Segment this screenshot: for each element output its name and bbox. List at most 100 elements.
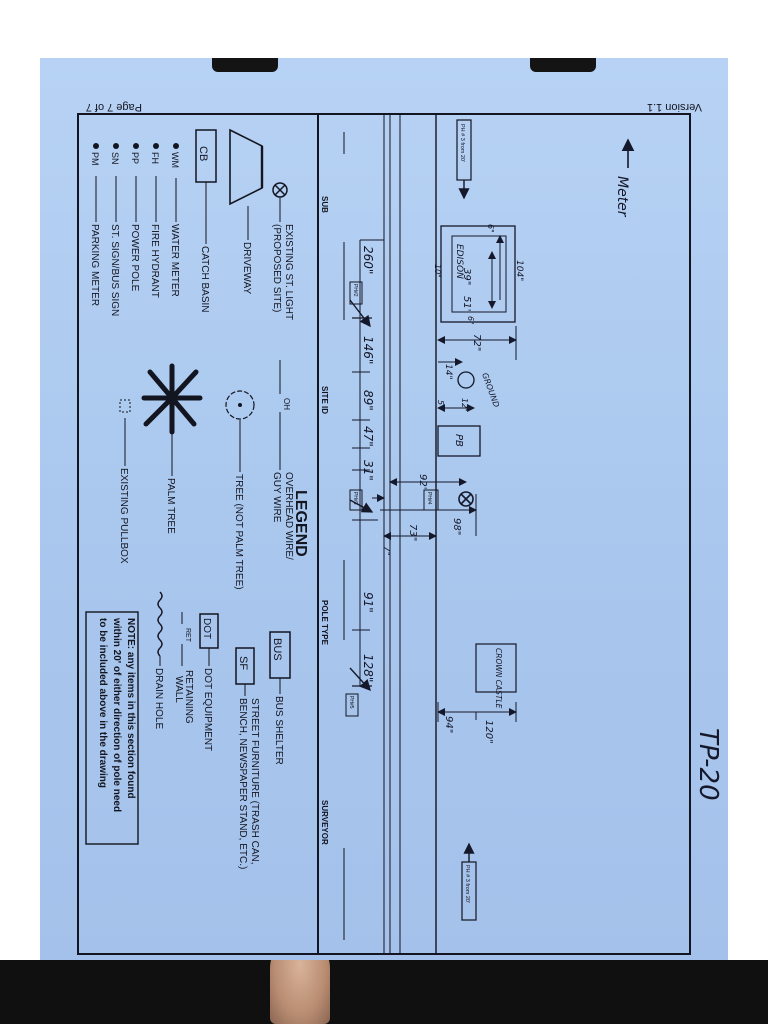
pole-tag-ph2: PH#2 <box>349 281 363 305</box>
driveway-icon <box>229 128 264 240</box>
svg-text:PARKING METER: PARKING METER <box>89 224 100 306</box>
legend-title: LEGEND <box>292 490 309 557</box>
column-label-pole-type: POLE TYPE <box>320 600 329 646</box>
svg-text:PP: PP <box>130 152 140 164</box>
bus-shelter-icon: BUS <box>269 631 291 694</box>
measure-12: 12" <box>460 398 469 412</box>
note-line-3: to be included above in the drawing <box>97 618 108 788</box>
measure-128: 128" <box>361 654 375 682</box>
measure-91: 91" <box>361 592 375 613</box>
driveway-label: DRIVEWAY <box>241 242 252 295</box>
svg-text:SN: SN <box>110 152 120 165</box>
tree-label: TREE (NOT PALM TREE) <box>233 474 244 590</box>
svg-text:DOT: DOT <box>201 618 212 639</box>
tree-icon <box>225 390 255 472</box>
pull-box <box>437 425 481 457</box>
legend-codes: WM WATER METER FH FIRE HYDRANT PP POWER … <box>89 143 180 316</box>
measure-146: 146" <box>361 336 375 364</box>
measure-73: 73" <box>407 524 418 541</box>
column-label-surveyor: SURVEYOR <box>320 800 329 845</box>
catch-basin-icon: CB <box>195 129 217 244</box>
pb-label: PB <box>453 434 464 447</box>
svg-text:PH#4: PH#4 <box>426 492 432 505</box>
pole-tag-ph5: PH#5 <box>345 693 359 717</box>
measure-260: 260" <box>361 246 375 274</box>
binder-clip-left <box>212 58 278 72</box>
edison-vault <box>440 225 516 323</box>
bus-shelter-label: BUS SHELTER <box>273 696 284 765</box>
guy-wire-label: GUY WIRE <box>271 472 282 523</box>
measure-7: 7" <box>381 546 391 556</box>
measure-120: 120" <box>483 720 494 744</box>
street-furniture-label-1: STREET FURNITURE (TRASH CAN, <box>249 698 260 865</box>
dot-equipment-label: DOT EQUIPMENT <box>202 668 213 751</box>
right-end-tag: PH # 3 from 20' <box>461 842 477 921</box>
proposed-light-icon <box>458 491 474 507</box>
svg-text:CB: CB <box>197 146 209 161</box>
pullbox-icon <box>119 399 131 466</box>
overhead-wire-label: OVERHEAD WIRE/ <box>283 472 294 560</box>
note-line-2: within 20' of either direction of pole n… <box>111 617 122 812</box>
measure-51: 51" <box>461 296 472 313</box>
svg-text:POWER POLE: POWER POLE <box>129 224 140 292</box>
svg-text:ST. SIGN/BUS SIGN: ST. SIGN/BUS SIGN <box>109 224 120 316</box>
svg-text:RET: RET <box>184 628 191 643</box>
svg-text:WATER METER: WATER METER <box>169 224 180 297</box>
drain-hole-icon <box>157 591 163 666</box>
existing-light-label: EXISTING ST. LIGHT <box>283 224 294 320</box>
retaining-label-1: RETAINING <box>183 670 194 724</box>
palm-tree-label: PALM TREE <box>165 478 176 534</box>
measure-104: 104" <box>514 260 524 281</box>
drain-hole-label: DRAIN HOLE <box>153 668 164 729</box>
handwritten-id: TP-20 <box>693 728 723 801</box>
catch-basin-label: CATCH BASIN <box>199 246 210 313</box>
svg-text:PH#2: PH#2 <box>352 284 358 297</box>
street-furniture-icon: SF <box>235 647 255 696</box>
svg-text:SF: SF <box>237 656 249 670</box>
measure-98: 98" <box>451 518 462 535</box>
note-line-1: NOTE: any items in this section found <box>125 618 136 799</box>
svg-text:PH # 3 from 20': PH # 3 from 20' <box>464 865 470 903</box>
measure-6a: 6" <box>486 224 495 233</box>
measure-72: 72" <box>471 334 482 351</box>
pullbox-label: EXISTING PULLBOX <box>118 468 129 564</box>
street-furniture-label-2: BENCH, NEWSPAPER STAND, ETC.) <box>237 698 248 869</box>
measure-94: 94" <box>443 716 454 733</box>
measure-5: 5" <box>436 400 445 409</box>
ground-circle <box>457 371 475 389</box>
svg-text:PM: PM <box>90 152 100 166</box>
measure-39: 39" <box>461 268 472 285</box>
retaining-label-2: WALL <box>173 676 184 703</box>
svg-text:FH: FH <box>150 152 160 164</box>
dot-equipment-icon: DOT <box>199 613 219 666</box>
svg-text:WM: WM <box>170 152 180 168</box>
palm-tree-icon <box>141 363 203 476</box>
svg-text:FIRE HYDRANT: FIRE HYDRANT <box>149 224 160 298</box>
meter-note: Meter <box>614 176 630 218</box>
crown-castle-box <box>475 643 517 693</box>
overhead-wire-icon: OH <box>279 360 291 470</box>
measure-89: 89" <box>361 390 375 411</box>
column-label-site-id: SITE ID <box>320 386 329 414</box>
measure-92: 92" <box>417 474 428 491</box>
binder-clip-right <box>530 58 596 72</box>
measure-6b: 6" <box>466 316 475 325</box>
crown-castle-label: CROWN CASTLE <box>494 648 503 709</box>
measure-31: 31" <box>361 460 375 481</box>
page-number: Page 7 of 7 <box>86 101 142 113</box>
svg-text:OH: OH <box>282 398 291 410</box>
measure-10: 10" <box>433 264 442 278</box>
existing-light-icon <box>272 182 288 222</box>
left-end-tag: PH # 3 from 20' <box>456 119 472 200</box>
retaining-wall-icon: RET <box>181 612 191 666</box>
table-surface <box>0 960 768 1024</box>
column-label-sub: SUB <box>320 196 329 213</box>
ground-label: GROUND <box>480 372 501 409</box>
pole-tag-ph3: PH#3 <box>349 489 363 511</box>
edison-label: EDISON <box>454 244 464 279</box>
svg-text:PH#3: PH#3 <box>352 492 358 505</box>
measure-14: 14" <box>443 364 453 380</box>
svg-text:PH#5: PH#5 <box>348 696 354 709</box>
svg-text:BUS: BUS <box>271 638 283 661</box>
